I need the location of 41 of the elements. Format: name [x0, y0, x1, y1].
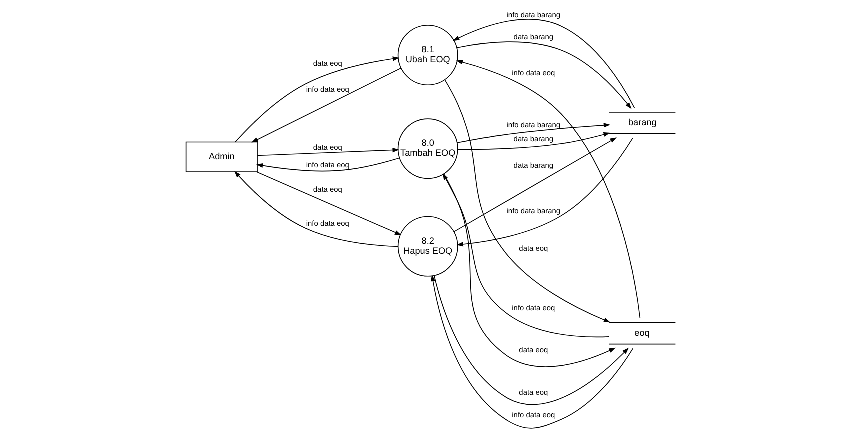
arrow	[430, 274, 634, 429]
arrow	[456, 123, 610, 144]
edge-label: data barang	[513, 32, 554, 42]
edge-label: data eoq	[312, 185, 342, 194]
edge-label: info data barang	[506, 120, 560, 130]
edge-label: data barang	[513, 161, 554, 170]
arrow	[256, 158, 400, 172]
node-circle: 8.1 Ubah EOQ	[397, 25, 458, 86]
edge-label: info data eoq	[512, 304, 555, 312]
arrow	[456, 42, 632, 110]
arrow	[456, 138, 633, 247]
node-text: eoq	[634, 328, 650, 338]
edge-label: data eoq	[518, 346, 548, 355]
edge-label: data eoq	[312, 59, 342, 68]
edge-label: info data eoq	[306, 84, 349, 94]
arrow	[433, 275, 628, 405]
node-box: Admin	[185, 142, 258, 172]
arrow	[442, 173, 610, 338]
arrow	[251, 68, 402, 143]
node-text: barang	[628, 118, 656, 128]
edge-label: data barang	[513, 134, 554, 144]
arrow	[444, 80, 610, 323]
edge-label: info data eoq	[512, 68, 555, 78]
arrow	[457, 132, 610, 150]
arrow	[453, 138, 616, 232]
arrow	[256, 172, 402, 236]
edge-label: data eoq	[312, 142, 342, 152]
arrow	[443, 174, 616, 368]
edge-label: info data barang	[506, 206, 560, 216]
arrow	[234, 56, 400, 143]
edge-label: data eoq	[518, 244, 548, 253]
arrow	[452, 19, 635, 109]
node-circle: 8.2 Hapus EOQ	[397, 216, 458, 277]
arrow	[256, 148, 399, 156]
edge-label: info data barang	[506, 10, 560, 20]
edge-label: info data eoq	[306, 219, 349, 228]
edge-label: data eoq	[518, 388, 548, 397]
arrow	[234, 171, 398, 248]
edge-label: info data eoq	[512, 410, 555, 420]
arrow	[456, 60, 640, 319]
edge-label: info data eoq	[306, 160, 349, 170]
